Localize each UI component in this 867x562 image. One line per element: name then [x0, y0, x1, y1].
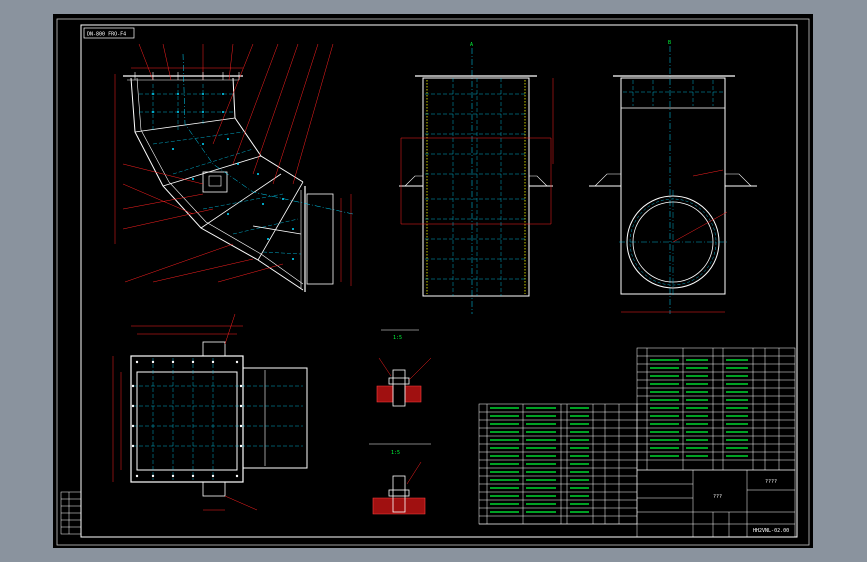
detail-2-plate [372, 497, 426, 515]
plan-view [112, 313, 308, 511]
leader-14 [124, 243, 234, 283]
plan-right-stub [242, 367, 308, 469]
front-centerlines-h [425, 93, 527, 280]
detail-2-bolt [392, 475, 406, 513]
detail-1-leader-r [408, 357, 432, 381]
title-tag: DN-800 FRO-F4 [87, 32, 126, 38]
detail-section-2: 1:5 [369, 443, 431, 515]
leader-1 [138, 43, 154, 81]
front-view-a: A [399, 42, 554, 314]
title-tag-box [83, 27, 135, 39]
side-port-leader [672, 211, 728, 243]
elbow-centerline-d2 [172, 148, 254, 175]
leader-16 [217, 263, 284, 283]
view-b-label: B [668, 40, 671, 46]
segment-joint-1 [134, 117, 236, 133]
elbow-center-support [202, 171, 228, 193]
elbow-right-stub [306, 193, 334, 285]
leader-12 [122, 193, 204, 210]
leader-13 [122, 208, 214, 230]
elbow-view [114, 43, 354, 292]
front-body [422, 77, 530, 297]
outer-border [56, 18, 810, 546]
segment-joint-2 [162, 155, 262, 187]
cad-drawing: DN-800 FRO-F4 [56, 18, 810, 546]
segment-joint-3 [200, 173, 282, 229]
side-support-gusset-r [725, 173, 752, 187]
parts-list-text-marks [490, 359, 748, 513]
side-leader-top [692, 169, 724, 177]
leader-2 [162, 43, 172, 81]
drawing-frame: DN-800 FRO-F4 [53, 14, 813, 548]
detail-section-1: 1:5 [376, 329, 432, 407]
title-block-name-1: ??? [713, 494, 722, 500]
leader-9 [292, 43, 334, 185]
detail-2-nut [388, 489, 410, 497]
side-view-b: B [589, 40, 757, 314]
detail-1-bolt [392, 369, 406, 407]
parts-list-upper [636, 347, 796, 471]
side-support-gusset-l [594, 173, 621, 187]
plan-centerlines [133, 358, 303, 480]
elbow-centerline-d4 [232, 218, 299, 235]
elbow-outer-contour [130, 77, 304, 291]
parts-list-lower [478, 403, 638, 525]
detail-1-leader-l [378, 357, 392, 377]
detail-1-plate-r [404, 385, 422, 403]
leader-8 [272, 43, 319, 185]
elbow-centerline [182, 53, 354, 215]
title-block [479, 469, 796, 538]
detail-1-scale: 1:5 [393, 335, 402, 341]
plan-flange [130, 355, 244, 483]
leader-5 [212, 43, 254, 145]
parts-list-lower-rows [479, 411, 637, 517]
title-block-name-2: ???? [765, 479, 777, 485]
elbow-bolts [152, 93, 294, 260]
leader-10 [122, 163, 204, 185]
parts-list-upper-rows [637, 355, 795, 461]
leader-11 [122, 183, 194, 215]
parts-list-upper-cols [646, 348, 780, 470]
title-block-drawing-no: HH2VNL-02.00 [753, 528, 789, 534]
plan-bottom-lug [202, 481, 226, 497]
segment-joint-5 [252, 225, 302, 235]
parts-list-lower-cols [486, 404, 620, 524]
segment-joint-4 [257, 181, 304, 261]
elbow-centerline-d3 [202, 193, 284, 210]
side-centerlines [623, 80, 723, 106]
plan-body [136, 371, 238, 471]
leader-15 [152, 258, 254, 283]
leader-6 [232, 43, 279, 165]
detail-2-scale: 1:5 [391, 450, 400, 456]
elbow-inner-contour [232, 77, 304, 183]
inner-border [80, 24, 798, 538]
front-support-gusset-r [529, 175, 548, 187]
flange-ticks [134, 72, 240, 80]
elbow-center-support-inner [208, 175, 222, 187]
plan-top-lug [202, 341, 226, 357]
leader-7 [252, 43, 299, 175]
front-support-gusset-l [404, 175, 423, 187]
detail-1-nut [388, 377, 410, 385]
view-a-label: A [470, 42, 473, 48]
plan-leader-tr [224, 313, 236, 345]
elbow-centerline-d5 [262, 251, 302, 255]
elbow-centerline-d1 [152, 131, 244, 145]
revision-block [60, 491, 82, 535]
plan-bolts [131, 360, 243, 478]
detail-2-leader [406, 461, 422, 485]
elbow-outer-contour-2 [136, 77, 304, 285]
detail-1-plate-l [376, 385, 394, 403]
leader-4 [228, 43, 234, 81]
plan-leader-br [224, 495, 258, 511]
